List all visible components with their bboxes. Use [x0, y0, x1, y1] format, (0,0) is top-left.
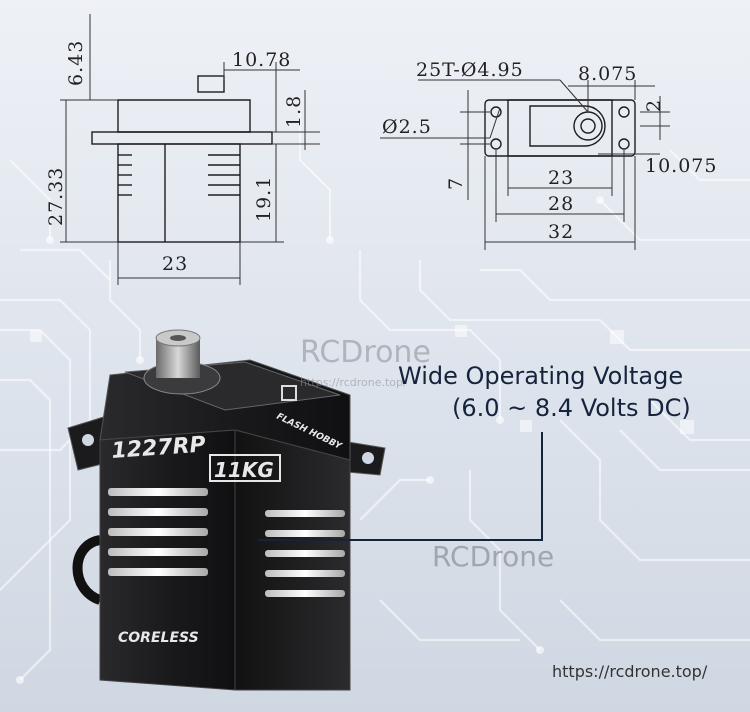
- top-body: [507, 99, 613, 157]
- brand-logo-icon: [281, 385, 297, 401]
- mount-hole-tl: [490, 106, 502, 118]
- dim-body-width: 23: [162, 253, 188, 275]
- servo-fins-side: [265, 510, 345, 597]
- flange-hole-right: [362, 452, 374, 464]
- mount-hole-bl: [490, 138, 502, 150]
- top-view-drawing: [380, 79, 670, 250]
- dim-flange: 1.8: [283, 95, 305, 128]
- dim-left: 7: [445, 177, 467, 190]
- callout-leader-line: [258, 432, 543, 541]
- dim-hole: Ø2.5: [382, 116, 432, 138]
- side-view-drawing: [60, 14, 320, 285]
- side-spline: [197, 75, 225, 93]
- servo-cable: [72, 535, 103, 605]
- dim-inner-width: 23: [548, 167, 574, 189]
- side-fins-right: [208, 154, 240, 196]
- dim-hole-span: 28: [548, 193, 574, 215]
- watermark-brand-mid: RCDrone: [432, 540, 554, 573]
- servo-render: [67, 329, 386, 691]
- circuit-background: [0, 110, 750, 684]
- top-output-arm: [529, 105, 606, 147]
- dim-spline: 25T-Ø4.95: [416, 59, 524, 81]
- side-body: [117, 143, 241, 243]
- callout-title: Wide Operating Voltage: [398, 362, 683, 390]
- dim-height-top: 6.43: [65, 40, 87, 86]
- dim-offset: 8.075: [578, 63, 637, 85]
- side-fins-left: [118, 154, 132, 196]
- side-top-cap: [117, 99, 251, 133]
- top-output-gear: [573, 111, 603, 141]
- callout-subtitle: (6.0 ~ 8.4 Volts DC): [452, 394, 691, 422]
- dim-total-height: 27.33: [45, 167, 67, 226]
- dim-width-top: 10.78: [232, 49, 291, 71]
- flange-hole-left: [82, 434, 94, 446]
- servo-body-side: [234, 429, 351, 691]
- dim-total-width: 32: [548, 221, 574, 243]
- servo-motor-label: CORELESS: [118, 630, 199, 646]
- dim-body-height: 19.1: [253, 176, 275, 222]
- dim-small: 2: [643, 99, 665, 112]
- mount-hole-tr: [618, 106, 630, 118]
- servo-fins-front: [108, 488, 208, 576]
- servo-torque-badge: 11KG: [214, 458, 274, 482]
- watermark-brand-top: RCDrone: [300, 335, 431, 370]
- footer-url: https://rcdrone.top/: [552, 662, 708, 681]
- side-flange: [91, 131, 273, 145]
- dim-right: 10.075: [645, 155, 717, 177]
- watermark-url-small: https://rcdrone.top/: [300, 376, 407, 389]
- torque-badge-frame: [209, 454, 281, 482]
- mount-hole-br: [618, 138, 630, 150]
